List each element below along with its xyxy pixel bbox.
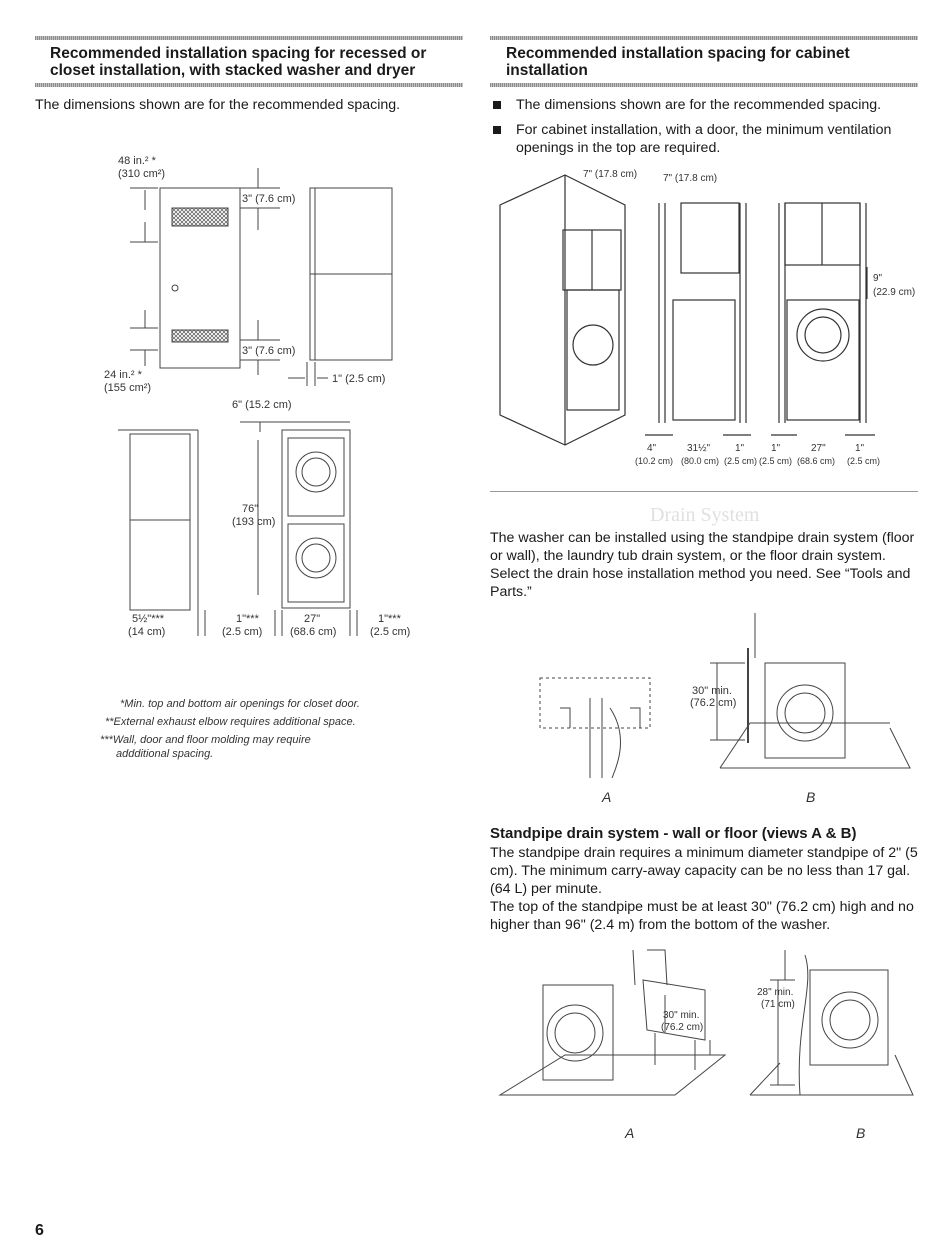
front-clearance-diagram: 6" (15.2 cm) 76" (193 cm) 5½"*** (14 cm)… [118, 399, 410, 638]
closet-door [159, 187, 241, 369]
dim-in-4: 1" [771, 443, 781, 454]
dim-in-3: 1" [735, 443, 745, 454]
width-label: 27" [304, 613, 320, 625]
fig2-floor-height-label: 28" min. [757, 987, 793, 998]
washer-b [764, 662, 846, 759]
top-area-label: 48 in.² * [118, 155, 157, 167]
washer-b [809, 969, 889, 1066]
bullet-text-1: The dimensions shown are for the recomme… [516, 97, 882, 113]
laundry-tub-figure: 30" min. (76.2 cm) 28" min. (71 cm) [498, 949, 914, 1096]
top-opening-right-label: 7" (17.8 cm) [663, 173, 717, 184]
bullet-marker [493, 101, 501, 109]
footnote-3: ***Wall, door and floor molding may requ… [100, 734, 311, 746]
footnote-1: *Min. top and bottom air openings for cl… [120, 698, 360, 710]
footnote-2: **External exhaust elbow requires additi… [105, 716, 356, 728]
heading-rule-top [35, 36, 463, 40]
dim-in-5: 27" [811, 443, 826, 454]
top-area-cm-label: (310 cm²) [118, 168, 165, 180]
standpipe-heading: Standpipe drain system - wall or floor (… [490, 825, 857, 842]
left-gap-cm-label: (2.5 cm) [222, 626, 262, 638]
heading-rule-bottom-right [490, 83, 918, 87]
dryer-side [129, 433, 191, 521]
standpipe-paragraph-1: The standpipe drain requires a minimum d… [490, 845, 918, 897]
dim-in-2: 31½" [687, 443, 710, 454]
top-gap-label: 3" (7.6 cm) [242, 193, 295, 205]
wall-box-a [539, 677, 651, 729]
page-number: 6 [35, 1222, 44, 1239]
intro-text: The dimensions shown are for the recomme… [35, 97, 401, 113]
dim-in-6: 1" [855, 443, 865, 454]
fig1-label-b: B [806, 789, 816, 805]
dim-cm-3: (2.5 cm) [724, 456, 757, 466]
fig1-label-a: A [602, 789, 612, 805]
cabinet-diagram: 7" (17.8 cm) 7" (17.8 cm) 9" (22.9 cm) 4… [499, 169, 915, 466]
right-gap-cm-label: (2.5 cm) [370, 626, 410, 638]
rear-gap-label: 5½"*** [132, 613, 165, 625]
shelf-gap-label: 9" [873, 273, 883, 284]
height-cm-label: (193 cm) [232, 516, 275, 528]
dim-cm-5: (68.6 cm) [797, 456, 835, 466]
fig2-floor-height-cm-label: (71 cm) [761, 999, 795, 1010]
door-knob [171, 284, 179, 292]
side-gap-label: 1" (2.5 cm) [332, 373, 385, 385]
dim-cm-6: (2.5 cm) [847, 456, 880, 466]
cabinet-side-shelf [680, 202, 740, 274]
fig1-height-label: 30" min. [692, 685, 732, 697]
heading-rule-bottom [35, 83, 463, 87]
standpipe-paragraph-2: The top of the standpipe must be at leas… [490, 899, 914, 933]
dim-cm-4: (2.5 cm) [759, 456, 792, 466]
bottom-gap-label: 3" (7.6 cm) [242, 345, 295, 357]
bottom-vent [171, 329, 229, 343]
top-vent [171, 207, 229, 227]
height-label: 76" [242, 503, 258, 515]
cabinet-washer [566, 289, 620, 411]
width-cm-label: (68.6 cm) [290, 626, 336, 638]
footnote-3-cont: addditional spacing. [116, 748, 214, 760]
bullet-text-2: For cabinet installation, with a door, t… [516, 122, 892, 156]
stacked-unit-front [281, 429, 351, 609]
bottom-area-label: 24 in.² * [104, 369, 143, 381]
fig1-height-cm-label: (76.2 cm) [690, 697, 736, 709]
top-opening-left-label: 7" (17.8 cm) [583, 169, 637, 180]
closet-door-diagram: 48 in.² * (310 cm²) 3" (7.6 cm) 3" (7.6 … [104, 155, 393, 394]
dim-cm-2: (80.0 cm) [681, 456, 719, 466]
drain-system-title: Drain System [650, 504, 760, 526]
section-heading-recessed: Recommended installation spacing for rec… [50, 45, 427, 79]
standpipe-figure: 30" min. (76.2 cm) [539, 613, 911, 779]
bottom-area-cm-label: (155 cm²) [104, 382, 151, 394]
washer-a [542, 984, 614, 1081]
fig2-tub-height-label: 30" min. [663, 1010, 699, 1021]
bullet-marker [493, 126, 501, 134]
fig2-tub-height-cm-label: (76.2 cm) [661, 1022, 703, 1033]
dim-cm-1: (10.2 cm) [635, 456, 673, 466]
drain-intro: The washer can be installed using the st… [490, 530, 915, 600]
right-gap-label: 1"*** [378, 613, 402, 625]
laundry-tub [642, 979, 706, 1041]
fig2-label-b: B [856, 1125, 866, 1141]
dim-in-1: 4" [647, 443, 657, 454]
heading-rule-top-right [490, 36, 918, 40]
section-heading-cabinet: Recommended installation spacing for cab… [506, 45, 850, 79]
cabinet-front-washer [786, 299, 860, 421]
left-gap-label: 1"*** [236, 613, 260, 625]
rear-gap-cm-label: (14 cm) [128, 626, 165, 638]
fig2-label-a: A [625, 1125, 635, 1141]
washer-side [129, 519, 191, 611]
top-clearance-label: 6" (15.2 cm) [232, 399, 292, 411]
shelf-gap-cm-label: (22.9 cm) [873, 287, 915, 298]
section-divider [490, 491, 918, 492]
